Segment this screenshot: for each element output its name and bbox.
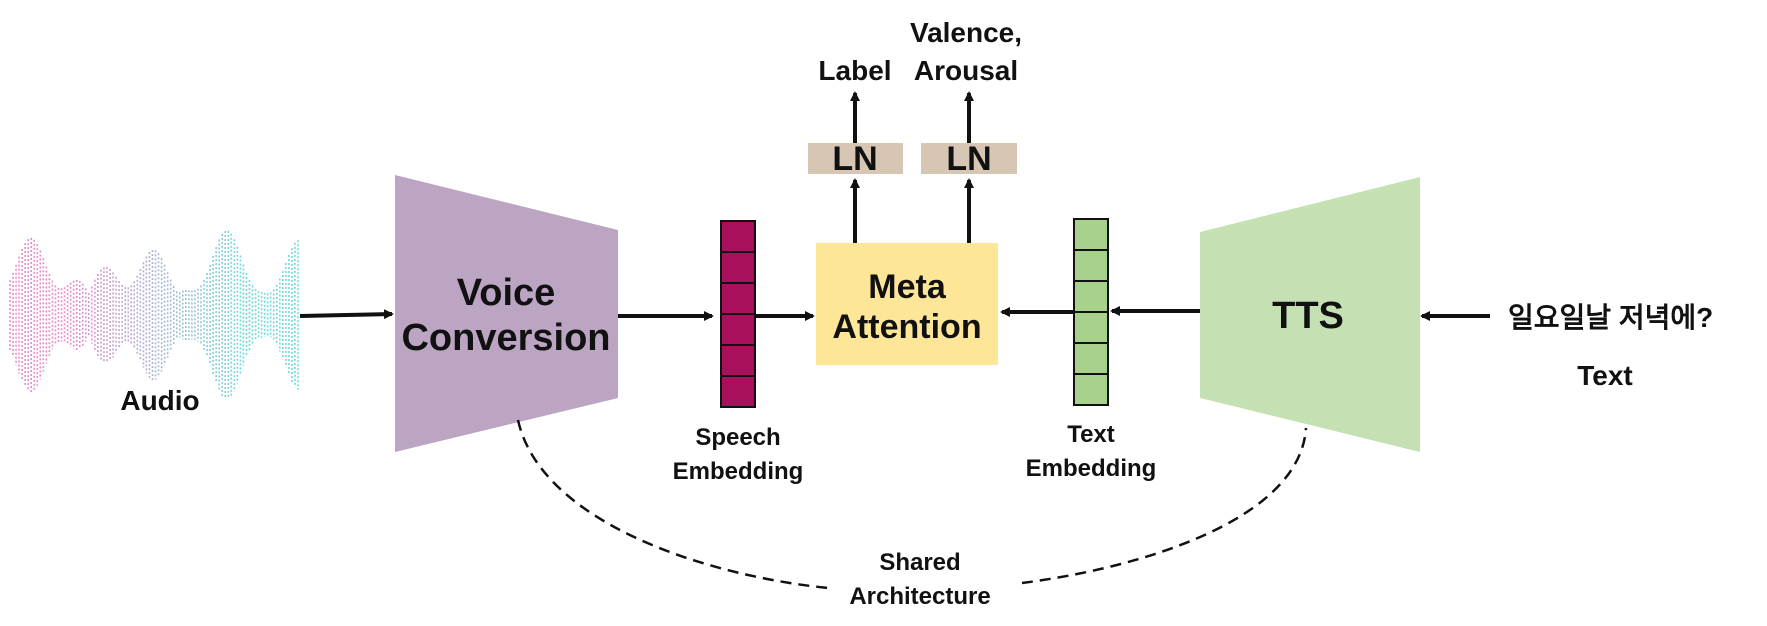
output-valence-line1: Valence,: [910, 17, 1022, 48]
text-embedding-label-line2: Embedding: [1026, 455, 1157, 482]
speech-embedding-cell: [720, 220, 756, 253]
text-embedding-cell: [1073, 218, 1109, 251]
arrow-audio-to-vc: [299, 309, 394, 320]
text-embedding-label-line1: Text: [1067, 421, 1115, 448]
speech-embedding-cell: [720, 313, 756, 346]
speech-embedding-cell: [720, 251, 756, 284]
voice-conversion-label-line2: Conversion: [401, 317, 610, 359]
shared-architecture-arc-left: [516, 419, 829, 590]
speech-embedding-label-line1: Speech: [695, 424, 780, 451]
speech-embedding-cell: [720, 375, 756, 408]
ln-left-block: [808, 143, 903, 174]
ln-right-block: [921, 143, 1017, 174]
meta-attention-block: [816, 243, 998, 365]
meta-attention-label-line2: Attention: [832, 308, 981, 346]
speech-embedding-cell: [720, 282, 756, 315]
text-label: Text: [1577, 360, 1633, 391]
input-text: 일요일날 저녁에?: [1508, 302, 1713, 333]
shared-architecture-label-line1: Shared: [879, 549, 960, 576]
shared-architecture-arc-right: [1021, 427, 1308, 585]
speech-embedding-cell: [720, 344, 756, 377]
text-embedding-cell: [1073, 342, 1109, 375]
ln-right-label: LN: [946, 140, 991, 178]
tts-block: [1200, 177, 1420, 452]
ln-left-label: LN: [832, 140, 877, 178]
text-embedding-cell: [1073, 280, 1109, 313]
output-valence-line2: Arousal: [914, 55, 1018, 86]
text-embedding-cell: [1073, 249, 1109, 282]
audio-waveform-icon: [9, 230, 299, 400]
speech-embedding-label-line2: Embedding: [673, 458, 804, 485]
text-embedding-cell: [1073, 373, 1109, 406]
voice-conversion-label-line1: Voice: [457, 272, 556, 314]
output-label-text: Label: [818, 55, 891, 86]
voice-conversion-block: [395, 175, 618, 452]
shared-architecture-label-line2: Architecture: [849, 583, 990, 610]
tts-label: TTS: [1272, 295, 1344, 337]
speech-embedding-vector: [720, 220, 756, 408]
text-embedding-vector: [1073, 218, 1109, 406]
audio-label: Audio: [120, 385, 199, 416]
text-embedding-cell: [1073, 311, 1109, 344]
meta-attention-label-line1: Meta: [868, 268, 947, 306]
